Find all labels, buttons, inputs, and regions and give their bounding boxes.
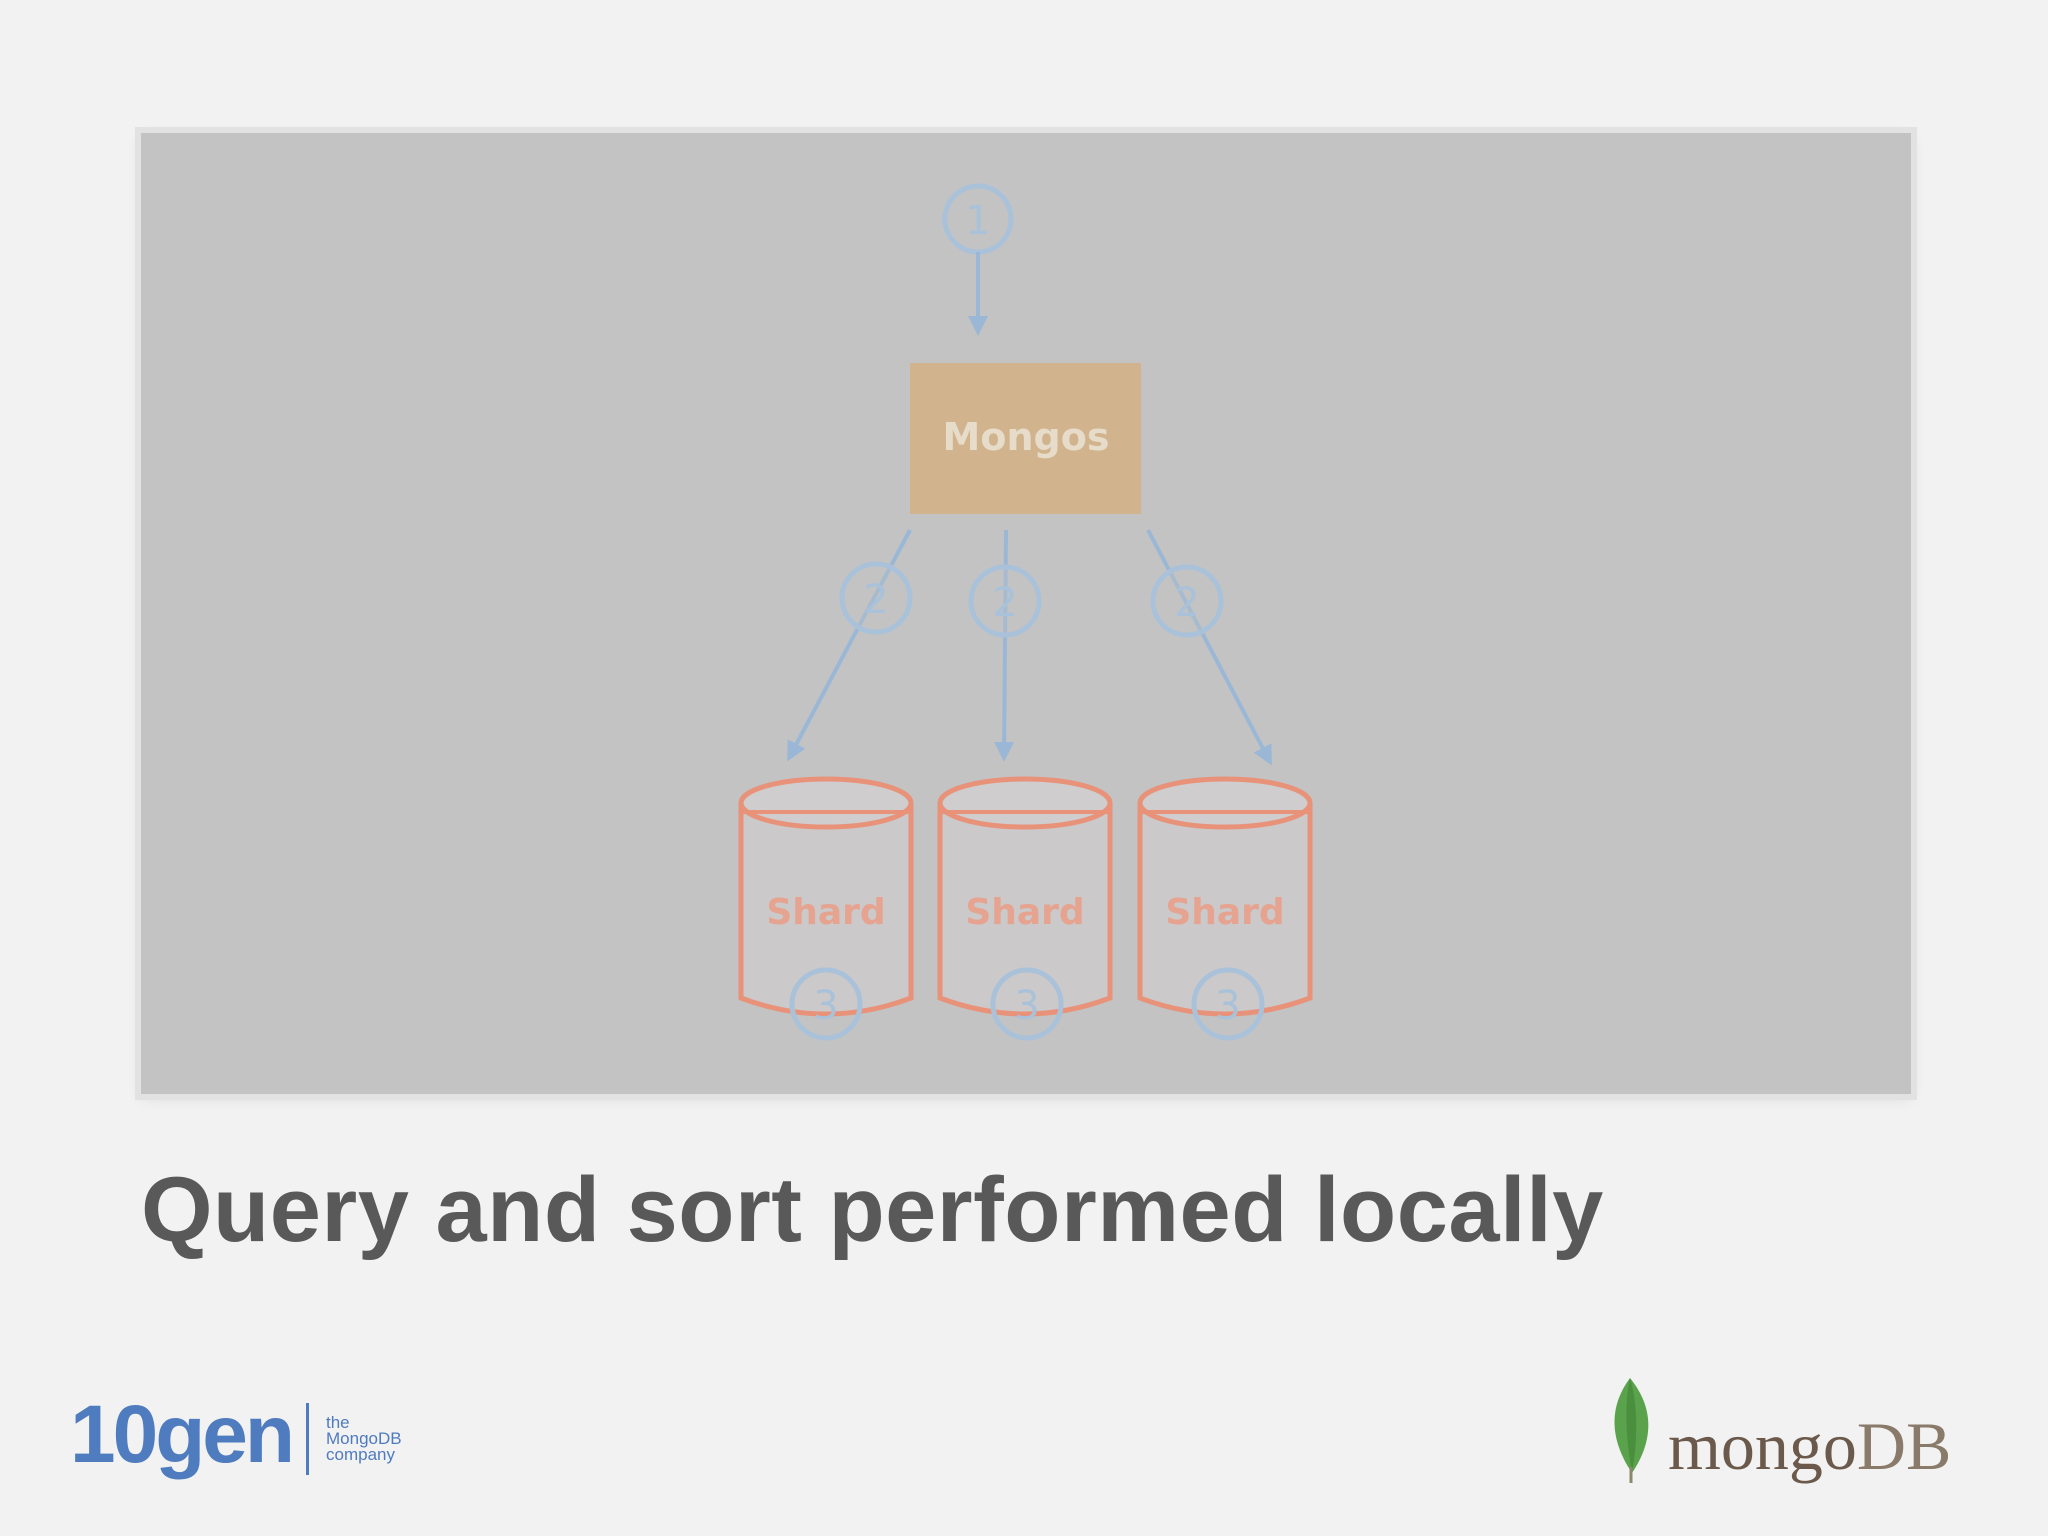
mongodb-leaf-icon xyxy=(1614,1378,1649,1483)
mongodb-wordmark: mongoDB xyxy=(1668,1408,1952,1484)
step-badge-2-center: 2 xyxy=(968,564,1042,638)
svg-text:Mongos: Mongos xyxy=(943,415,1110,459)
arrow-mongos-to-shard-1 xyxy=(787,529,912,762)
slide-title: Query and sort performed locally xyxy=(141,1159,1604,1261)
logo-divider xyxy=(306,1403,309,1475)
svg-text:Shard: Shard xyxy=(1165,892,1284,933)
arrow-mongos-to-shard-3 xyxy=(1146,529,1272,766)
svg-text:3: 3 xyxy=(1215,983,1240,1029)
10gen-tagline: the MongoDB company xyxy=(326,1413,402,1464)
arrow-mongos-to-shard-2 xyxy=(994,529,1015,762)
svg-text:2: 2 xyxy=(863,577,888,623)
svg-text:2: 2 xyxy=(992,580,1017,626)
shard-3: Shard 3 xyxy=(1137,776,1313,1041)
svg-text:3: 3 xyxy=(813,983,838,1029)
svg-text:3: 3 xyxy=(1014,983,1039,1029)
svg-text:Shard: Shard xyxy=(965,892,1084,933)
svg-text:Shard: Shard xyxy=(766,892,885,933)
svg-text:2: 2 xyxy=(1174,580,1199,626)
mongodb-logo: mongoDB xyxy=(1600,1375,1980,1485)
svg-text:1: 1 xyxy=(965,198,990,244)
shard-2: Shard 3 xyxy=(937,776,1113,1041)
mongos-router: Mongos xyxy=(910,363,1141,514)
10gen-wordmark: 10gen xyxy=(70,1389,295,1480)
step-badge-2-left: 2 xyxy=(839,561,913,635)
step-badge-2-right: 2 xyxy=(1150,564,1224,638)
step-badge-1: 1 xyxy=(942,183,1014,255)
shard-1: Shard 3 xyxy=(738,776,914,1041)
